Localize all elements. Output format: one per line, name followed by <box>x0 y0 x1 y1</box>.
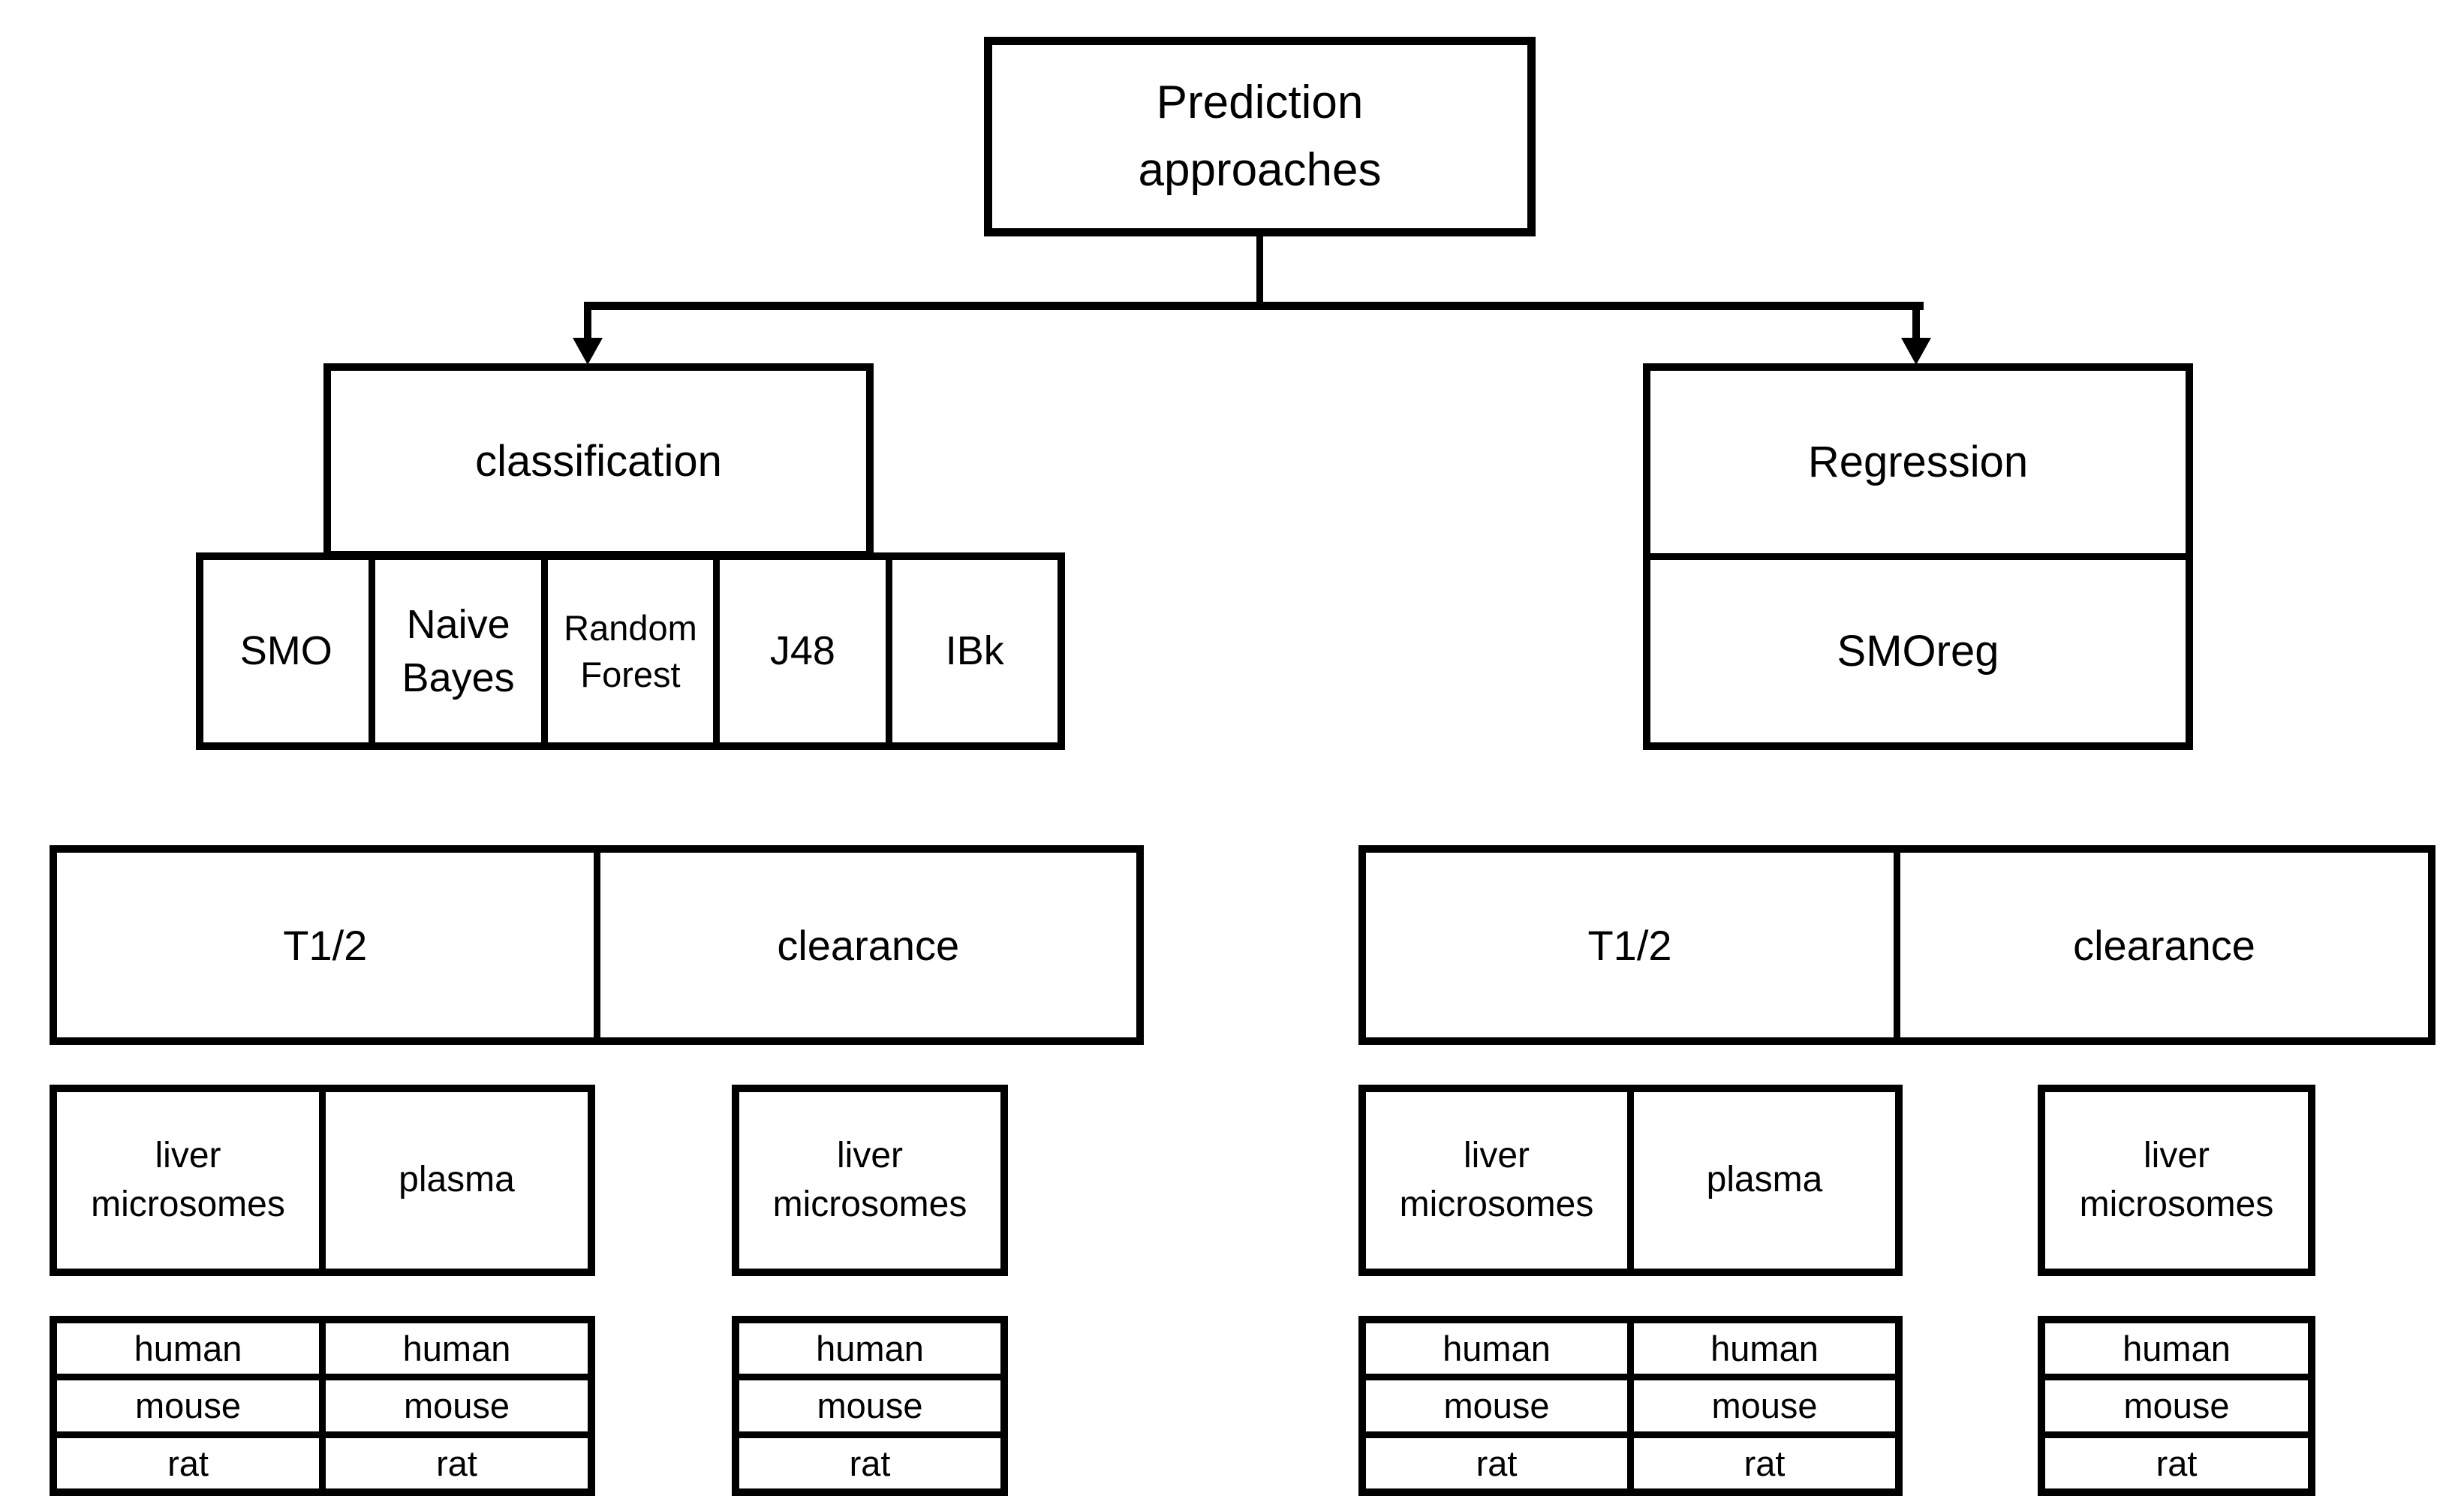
classification-t12-matrix-box: liver microsomes plasma <box>50 1085 595 1276</box>
algorithm-cell-naive-bayes: Naive Bayes <box>375 560 541 742</box>
species-cell-mouse: mouse <box>1634 1380 1895 1431</box>
classification-clearance-matrix-box: liver microsomes <box>732 1085 1008 1276</box>
algorithm-cell-j48: J48 <box>720 560 886 742</box>
smoreg-box: SMOreg <box>1650 560 2186 742</box>
connector-drop-left-line <box>584 302 591 341</box>
species-cell-rat: rat <box>1366 1437 1627 1488</box>
algorithm-cell-ibk: IBk <box>892 560 1058 742</box>
down-arrowhead-right-icon <box>1901 338 1931 365</box>
regression-clearance-matrix-box: liver microsomes <box>2038 1085 2315 1276</box>
liver-microsomes-cell: liver microsomes <box>1366 1092 1627 1269</box>
prediction-approaches-box: Prediction approaches <box>984 37 1536 236</box>
algorithm-cell-random-forest: Random Forest <box>547 560 714 742</box>
algorithm-cell-smo: SMO <box>203 560 369 742</box>
species-cell-mouse: mouse <box>57 1380 319 1431</box>
species-cell-human: human <box>2045 1323 2308 1374</box>
regression-clearance-cell: clearance <box>1900 853 2428 1037</box>
regression-clearance-species-table: human mouse rat <box>2038 1316 2315 1496</box>
regression-t12-cell: T1/2 <box>1366 853 1894 1037</box>
classification-t12-cell: T1/2 <box>57 853 594 1037</box>
species-cell-mouse: mouse <box>2045 1380 2308 1431</box>
classification-algorithms-row: SMO Naive Bayes Random Forest J48 IBk <box>196 552 1065 750</box>
regression-t12-species-table: human human mouse mouse rat rat <box>1358 1316 1903 1496</box>
species-cell-human: human <box>739 1323 1000 1374</box>
species-cell-rat: rat <box>57 1437 319 1488</box>
classification-box: classification <box>323 363 874 558</box>
regression-t12-matrix-box: liver microsomes plasma <box>1358 1085 1903 1276</box>
regression-stack: Regression SMOreg <box>1643 363 2193 750</box>
classification-clearance-species-table: human mouse rat <box>732 1316 1008 1496</box>
liver-microsomes-cell: liver microsomes <box>57 1092 319 1269</box>
regression-box: Regression <box>1650 371 2186 553</box>
down-arrowhead-left-icon <box>573 338 603 365</box>
connector-horizontal-line <box>584 302 1924 310</box>
regression-endpoint-box: T1/2 clearance <box>1358 845 2435 1045</box>
species-cell-mouse: mouse <box>326 1380 588 1431</box>
classification-clearance-cell: clearance <box>600 853 1136 1037</box>
species-cell-rat: rat <box>2045 1437 2308 1488</box>
species-cell-mouse: mouse <box>739 1380 1000 1431</box>
species-cell-human: human <box>326 1323 588 1374</box>
species-cell-mouse: mouse <box>1366 1380 1627 1431</box>
species-cell-rat: rat <box>1634 1437 1895 1488</box>
classification-endpoint-box: T1/2 clearance <box>50 845 1144 1045</box>
species-cell-human: human <box>1366 1323 1627 1374</box>
species-cell-rat: rat <box>739 1437 1000 1488</box>
species-cell-human: human <box>1634 1323 1895 1374</box>
plasma-cell: plasma <box>326 1092 588 1269</box>
connector-stem-line <box>1256 236 1263 309</box>
connector-drop-right-line <box>1912 302 1920 341</box>
classification-t12-species-table: human human mouse mouse rat rat <box>50 1316 595 1496</box>
species-cell-human: human <box>57 1323 319 1374</box>
plasma-cell: plasma <box>1634 1092 1895 1269</box>
species-cell-rat: rat <box>326 1437 588 1488</box>
